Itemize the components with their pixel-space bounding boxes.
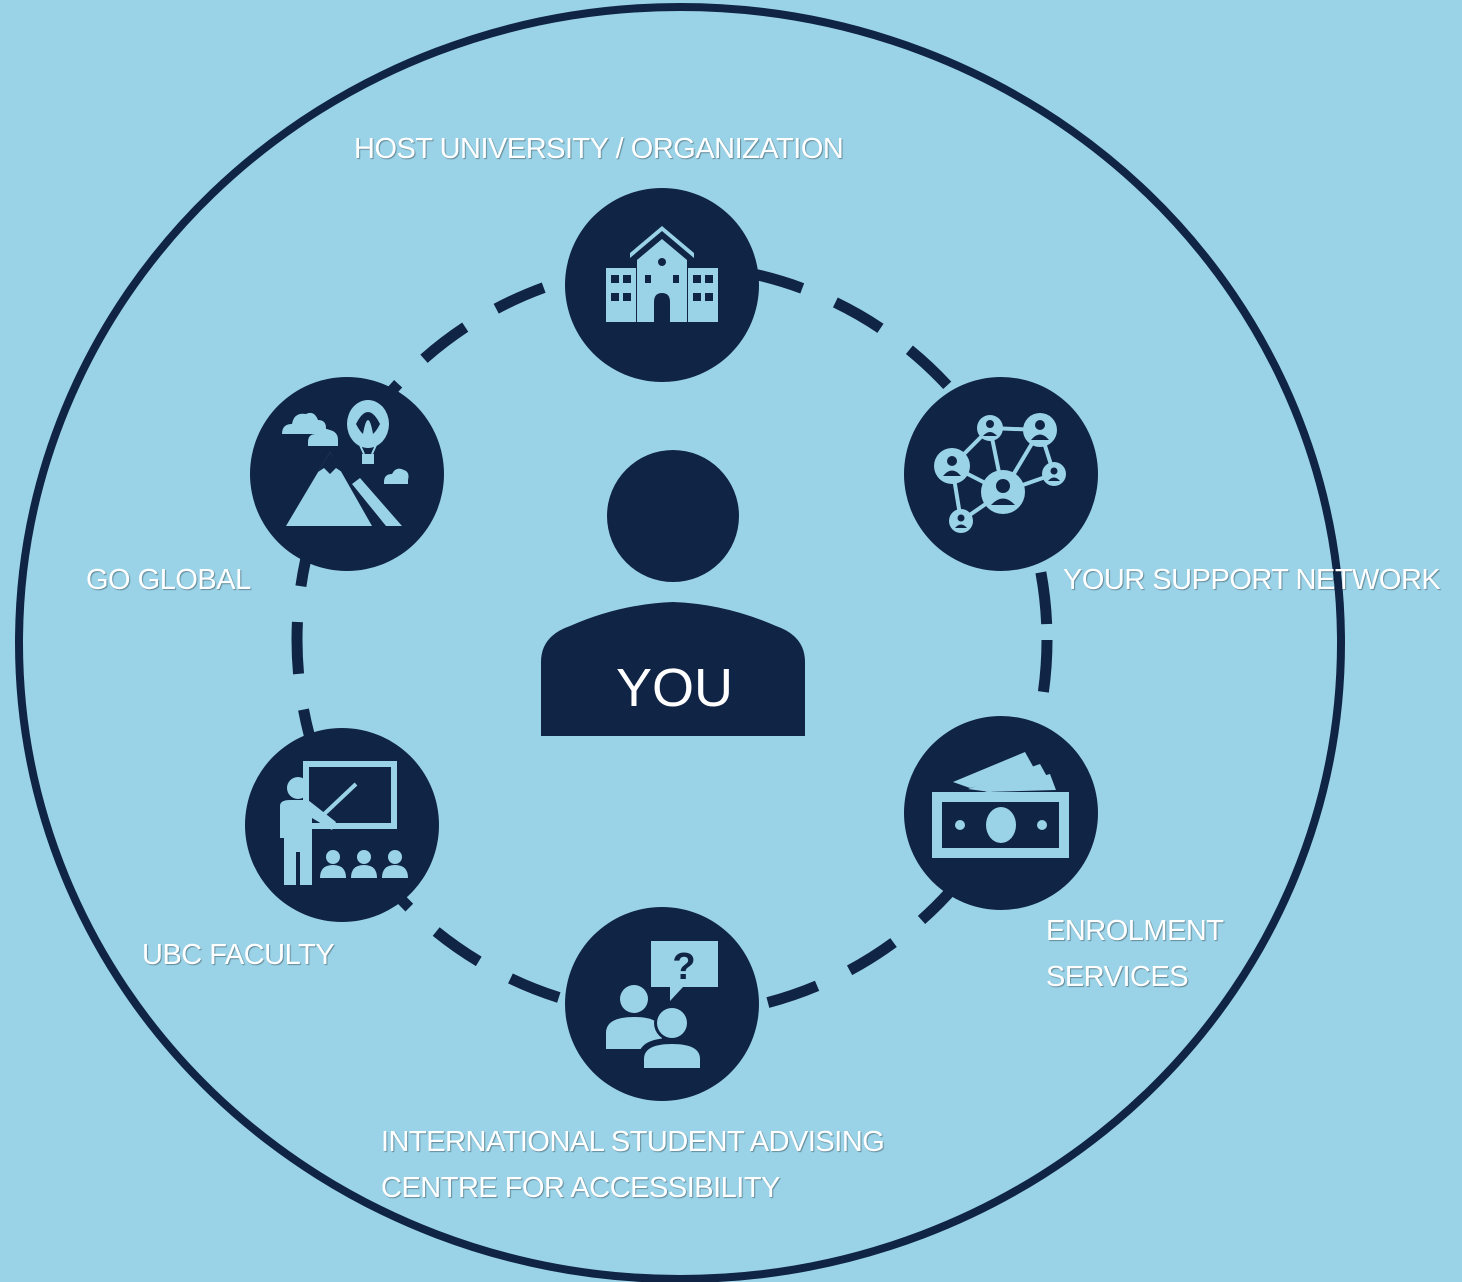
- support-label: YOUR SUPPORT NETWORK: [1063, 557, 1462, 603]
- teacher-classroom-icon: [280, 761, 408, 885]
- question-chat-people-icon: ?: [606, 941, 718, 1071]
- advising-label-line-1: INTERNATIONAL STUDENT ADVISING: [381, 1126, 885, 1158]
- host-label-line: HOST UNIVERSITY / ORGANIZATION: [354, 133, 844, 165]
- enrolment-label-line-2: SERVICES: [1046, 961, 1189, 993]
- goglobal-label-line: GO GLOBAL: [86, 564, 251, 596]
- support-label-line: YOUR SUPPORT NETWORK: [1063, 564, 1441, 596]
- faculty-label: UBC FACULTY: [142, 932, 335, 978]
- people-network-icon: [934, 413, 1066, 533]
- goglobal-label: GO GLOBAL: [86, 557, 251, 603]
- advising-node[interactable]: ?: [565, 907, 759, 1101]
- person-body-icon: [541, 602, 805, 736]
- enrolment-label-line-1: ENROLMENT: [1046, 915, 1224, 947]
- support-node[interactable]: [904, 377, 1098, 571]
- person-head-icon: [607, 450, 739, 582]
- advising-label: INTERNATIONAL STUDENT ADVISING CENTRE FO…: [381, 1119, 885, 1211]
- svg-text:?: ?: [672, 946, 695, 988]
- mountain-balloon-icon: [282, 400, 409, 526]
- advising-label-line-2: CENTRE FOR ACCESSIBILITY: [381, 1172, 780, 1204]
- goglobal-node[interactable]: [250, 377, 444, 571]
- faculty-label-line: UBC FACULTY: [142, 939, 335, 971]
- host-node[interactable]: [565, 188, 759, 382]
- enrolment-label: ENROLMENT SERVICES: [1046, 908, 1224, 1000]
- host-label: HOST UNIVERSITY / ORGANIZATION: [354, 126, 844, 172]
- money-cash-icon: [932, 752, 1069, 858]
- faculty-node[interactable]: [245, 728, 439, 922]
- enrolment-node[interactable]: [904, 716, 1098, 910]
- you-figure: [541, 450, 805, 736]
- you-label: YOU: [616, 658, 734, 718]
- school-building-icon: [606, 226, 718, 322]
- outer-circle: [15, 3, 1345, 1282]
